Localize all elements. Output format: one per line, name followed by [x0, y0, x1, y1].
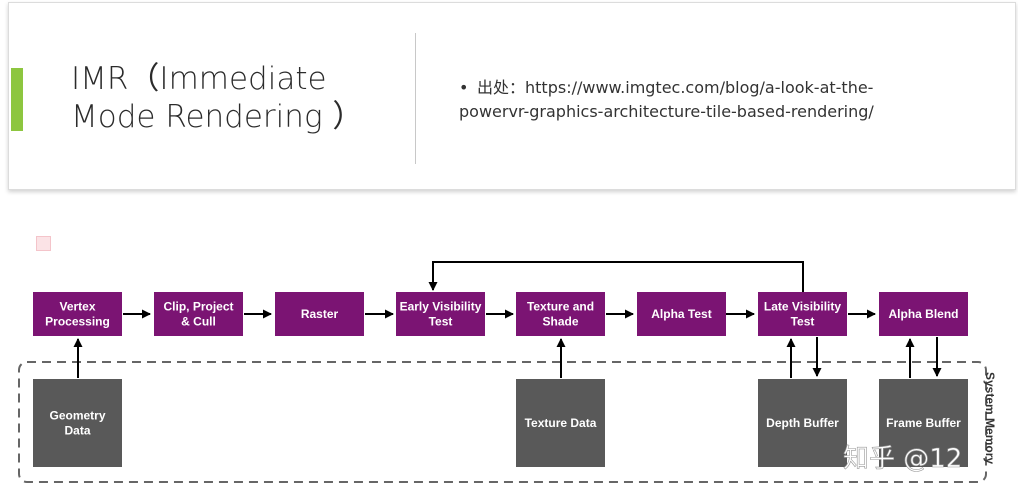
source-note: • 出处：https://www.imgtec.com/blog/a-look-…: [459, 76, 979, 124]
stage-vertex-rect: [33, 292, 122, 336]
memory-geometry-rect: [33, 379, 122, 467]
memory-depth-buffer-rect: [758, 379, 847, 467]
memory-frame-buffer: Frame Buffer: [879, 379, 968, 467]
system-memory-label: System Memory: [983, 372, 997, 464]
stage-alpha-test-rect: [637, 292, 726, 336]
memory-frame-buffer-rect: [879, 379, 968, 467]
slide-thumbnail-icon: [36, 236, 51, 251]
stage-early-vis-rect: [396, 292, 485, 336]
stage-clip-label: & Cull: [181, 315, 216, 329]
stage-raster: Raster: [275, 292, 364, 336]
stage-vertex-label: Processing: [45, 315, 110, 329]
zhihu-watermark: 知乎 @12: [843, 444, 962, 474]
source-url-2[interactable]: powervr-graphics-architecture-tile-based…: [459, 102, 874, 121]
memory-depth-buffer: Depth Buffer: [758, 379, 847, 467]
stage-alpha-test-label: Alpha Test: [651, 307, 711, 321]
stage-alpha-blend-rect: [879, 292, 968, 336]
stage-late-vis-label: Late Visibility: [764, 300, 841, 314]
memory-frame-buffer-label: Frame Buffer: [886, 416, 961, 430]
accent-bar: [11, 68, 23, 131]
slide-title: IMR（Immediate Mode Rendering ）: [71, 60, 363, 136]
stage-alpha-test: Alpha Test: [637, 292, 726, 336]
memory-texture-data-label: Texture Data: [525, 416, 597, 430]
stage-texture-shade-label: Texture and: [527, 300, 594, 314]
stage-raster-rect: [275, 292, 364, 336]
slide-header: IMR（Immediate Mode Rendering ） • 出处：http…: [8, 2, 1016, 190]
source-prefix: 出处：: [477, 78, 526, 97]
stage-vertex-label: Vertex: [59, 300, 95, 314]
stage-late-vis-rect: [758, 292, 847, 336]
stage-texture-shade-label: Shade: [542, 315, 578, 329]
source-line-1: 出处：https://www.imgtec.com/blog/a-look-at…: [477, 76, 979, 100]
stage-clip-label: Clip, Project: [163, 300, 233, 314]
stage-early-vis-label: Test: [429, 315, 453, 329]
stage-early-vis-label: Early Visibility: [400, 300, 482, 314]
memory-geometry-label: Geometry: [49, 409, 105, 423]
title-line-1: IMR（Immediate: [71, 61, 327, 97]
arrow-feedback-loop: [428, 261, 804, 292]
memory-texture-data: Texture Data: [516, 379, 605, 467]
header-divider: [415, 33, 416, 164]
stage-clip: Clip, Project& Cull: [154, 292, 243, 336]
memory-texture-data-rect: [516, 379, 605, 467]
source-url-1[interactable]: https://www.imgtec.com/blog/a-look-at-th…: [525, 78, 874, 97]
stage-alpha-blend: Alpha Blend: [879, 292, 968, 336]
memory-depth-buffer-label: Depth Buffer: [766, 416, 839, 430]
title-line-2: Mode Rendering ）: [71, 99, 364, 135]
stage-raster-label: Raster: [301, 307, 339, 321]
stage-texture-shade-rect: [516, 292, 605, 336]
stage-late-vis-label: Test: [791, 315, 815, 329]
bullet: •: [459, 78, 469, 97]
stage-alpha-blend-label: Alpha Blend: [888, 307, 958, 321]
stage-clip-rect: [154, 292, 243, 336]
memory-geometry-label: Data: [64, 424, 90, 438]
